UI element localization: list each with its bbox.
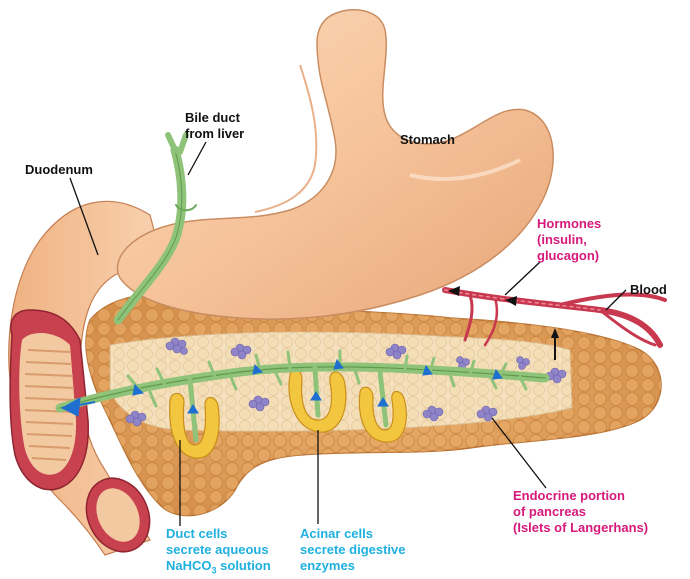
arrow	[505, 296, 517, 306]
arrow	[310, 391, 322, 401]
label-hormones-line2: (insulin,	[537, 232, 587, 247]
arrow	[187, 404, 199, 414]
islet	[230, 343, 252, 360]
leader-blood	[605, 289, 627, 311]
islet	[422, 405, 444, 422]
stomach	[116, 9, 554, 320]
vessel-arrows	[448, 286, 559, 360]
label-blood: Blood	[630, 282, 667, 297]
label-hormones-line1: Hormones	[537, 216, 602, 231]
label-stomach: Stomach	[400, 132, 455, 147]
islet	[125, 410, 147, 427]
label-bile-duct-line1: Bile duct	[185, 110, 240, 125]
flow-arrows	[60, 358, 503, 417]
nahco-subscript: 3	[211, 565, 217, 576]
leader-hormones	[504, 261, 541, 296]
solution-text: solution	[216, 558, 271, 573]
label-acinar-line3: enzymes	[300, 558, 355, 573]
acinus	[169, 392, 220, 459]
leader-bile-duct	[187, 141, 207, 176]
label-bile-duct-line2: from liver	[185, 126, 245, 141]
islet	[248, 395, 270, 412]
acinus	[358, 386, 407, 443]
label-endocrine: Endocrine portion of pancreas (Islets of…	[513, 488, 648, 536]
leader-duodenum	[69, 177, 99, 256]
arrow	[448, 286, 460, 296]
label-acinar-line1: Acinar cells	[300, 526, 373, 541]
arrow	[422, 364, 433, 376]
label-hormones-line3: glucagon)	[537, 248, 600, 263]
arrow	[333, 358, 344, 370]
label-acinar-cells: Acinar cells secrete digestive enzymes	[300, 526, 406, 574]
label-endocrine-line1: Endocrine portion	[513, 488, 625, 503]
bile-duct	[113, 132, 197, 325]
duodenum	[8, 200, 166, 556]
label-duct-cells-line1: Duct cells	[166, 526, 228, 541]
islet	[516, 356, 530, 370]
label-duodenum: Duodenum	[25, 162, 93, 177]
islet	[385, 343, 407, 360]
label-duct-cells: Duct cells secrete aqueous NaHCO3 soluti…	[166, 526, 271, 579]
arrow	[252, 364, 263, 375]
label-duct-cells-line2: secrete aqueous	[166, 542, 269, 557]
label-endocrine-line3: (Islets of Langerhans)	[513, 520, 649, 535]
label-acinar-line2: secrete digestive	[300, 542, 406, 557]
arrow	[132, 383, 145, 396]
islet	[476, 405, 498, 422]
leader-endocrine	[491, 417, 547, 489]
label-hormones: Hormones (insulin, glucagon)	[537, 216, 601, 264]
label-endocrine-line2: of pancreas	[513, 504, 586, 519]
islets	[125, 337, 567, 427]
label-duct-cells-line3: NaHCO3 solution	[166, 558, 271, 579]
arrow	[377, 397, 389, 407]
islet	[165, 337, 188, 355]
blood-vessels	[442, 287, 667, 348]
leader-lines	[69, 141, 627, 526]
label-bile-duct: Bile duct from liver	[185, 110, 244, 142]
nahco-text: NaHCO	[166, 558, 212, 573]
arrow	[492, 368, 503, 380]
